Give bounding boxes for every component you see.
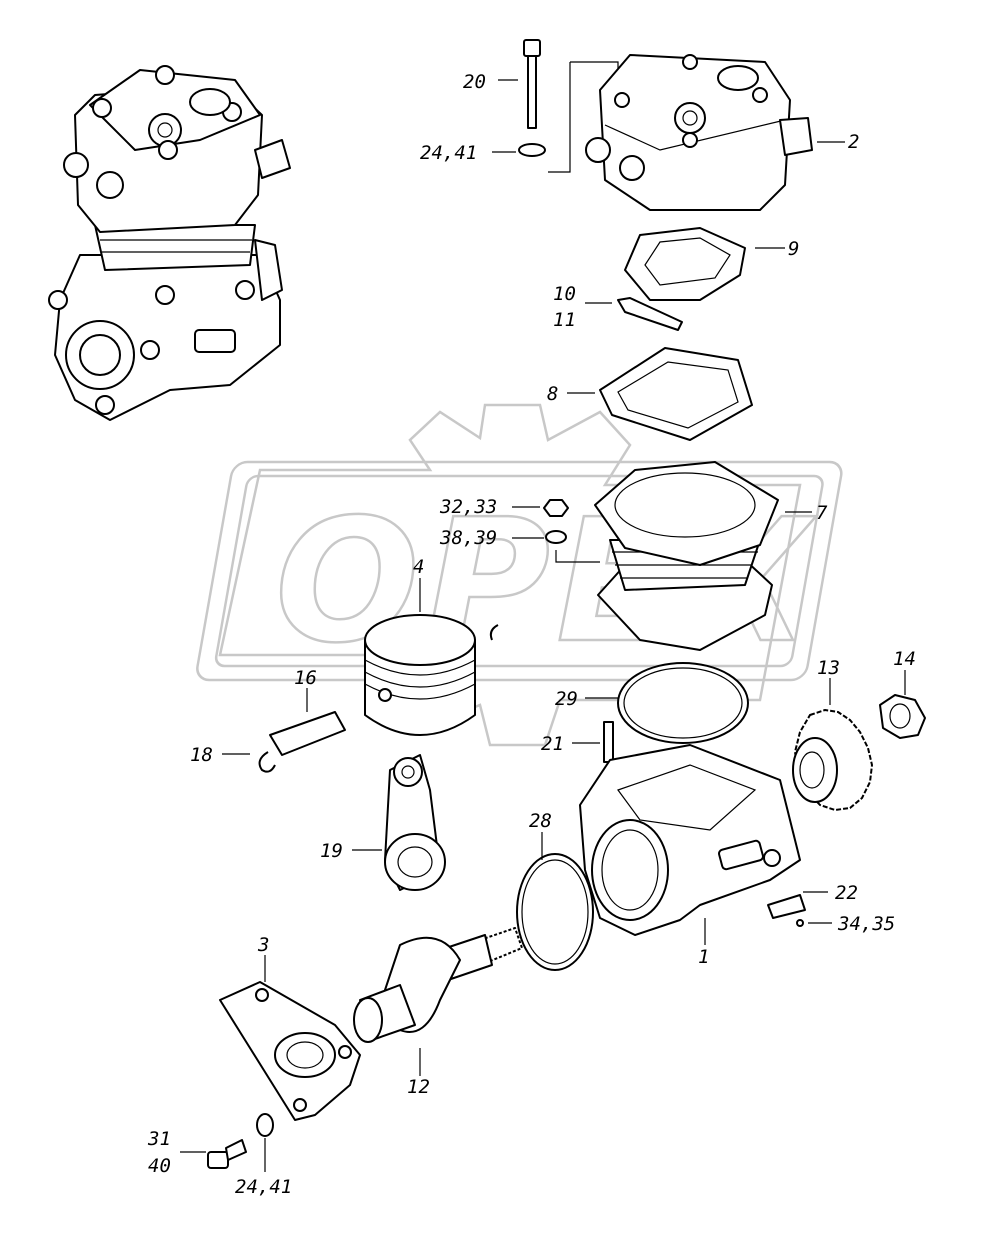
circlip-piston <box>489 624 499 641</box>
nut-14 <box>879 694 926 739</box>
label-34-35: 34,35 <box>837 913 895 935</box>
label-24-41-top: 24,41 <box>420 142 477 164</box>
part-labels: 20 24,41 2 9 10 11 8 32,33 38,39 7 4 16 … <box>147 71 916 1198</box>
gasket-8 <box>599 347 753 441</box>
label-21: 21 <box>541 733 564 755</box>
nut-32-33 <box>543 499 569 517</box>
label-10: 10 <box>553 283 576 305</box>
label-31: 31 <box>147 1128 171 1150</box>
label-12: 12 <box>407 1076 430 1098</box>
circlip-18 <box>258 751 276 773</box>
washer-24-41-top <box>518 143 546 157</box>
crankshaft-12 <box>353 927 523 1043</box>
o-ring-29 <box>617 662 749 744</box>
leader-38-39-b <box>555 550 600 563</box>
label-7: 7 <box>816 502 828 524</box>
crankcase-1 <box>579 744 801 936</box>
label-20: 20 <box>463 71 486 93</box>
cylinder-head-2 <box>585 54 813 211</box>
label-19: 19 <box>320 840 343 862</box>
connecting-rod-19 <box>384 754 446 891</box>
leader-lines <box>180 79 906 1172</box>
reed-valve-10-11 <box>617 297 683 331</box>
gasket-9 <box>624 227 746 301</box>
washer-24-41-bottom <box>256 1113 274 1137</box>
label-28: 28 <box>529 810 552 832</box>
end-cover-3 <box>219 981 361 1121</box>
label-38-39: 38,39 <box>439 527 497 549</box>
assembled-compressor <box>48 65 291 421</box>
label-14: 14 <box>893 648 916 670</box>
label-18: 18 <box>190 744 213 766</box>
label-2: 2 <box>848 131 859 153</box>
bolt-20 <box>523 39 541 129</box>
label-32-33: 32,33 <box>439 496 497 518</box>
label-24-41-bottom: 24,41 <box>235 1176 292 1198</box>
bolt-31-40 <box>207 1139 247 1169</box>
washer-38-39 <box>545 530 567 544</box>
label-9: 9 <box>788 238 799 260</box>
o-ring-28 <box>516 853 594 971</box>
label-8: 8 <box>547 383 558 405</box>
label-13: 13 <box>817 657 840 679</box>
label-1: 1 <box>698 946 709 968</box>
piston-4 <box>364 614 476 736</box>
label-22: 22 <box>835 882 858 904</box>
watermark-gear <box>196 403 843 747</box>
label-4: 4 <box>413 556 424 578</box>
cylinder-7 <box>594 461 779 651</box>
label-3: 3 <box>257 934 269 956</box>
label-40: 40 <box>148 1155 171 1177</box>
piston-pin-16 <box>269 711 346 756</box>
label-29: 29 <box>555 688 578 710</box>
gear-13 <box>792 709 873 811</box>
label-16: 16 <box>294 667 317 689</box>
screw-34-35 <box>796 919 804 927</box>
cover-plate-22 <box>767 894 806 919</box>
label-11: 11 <box>553 309 576 331</box>
stud-21 <box>603 721 614 763</box>
